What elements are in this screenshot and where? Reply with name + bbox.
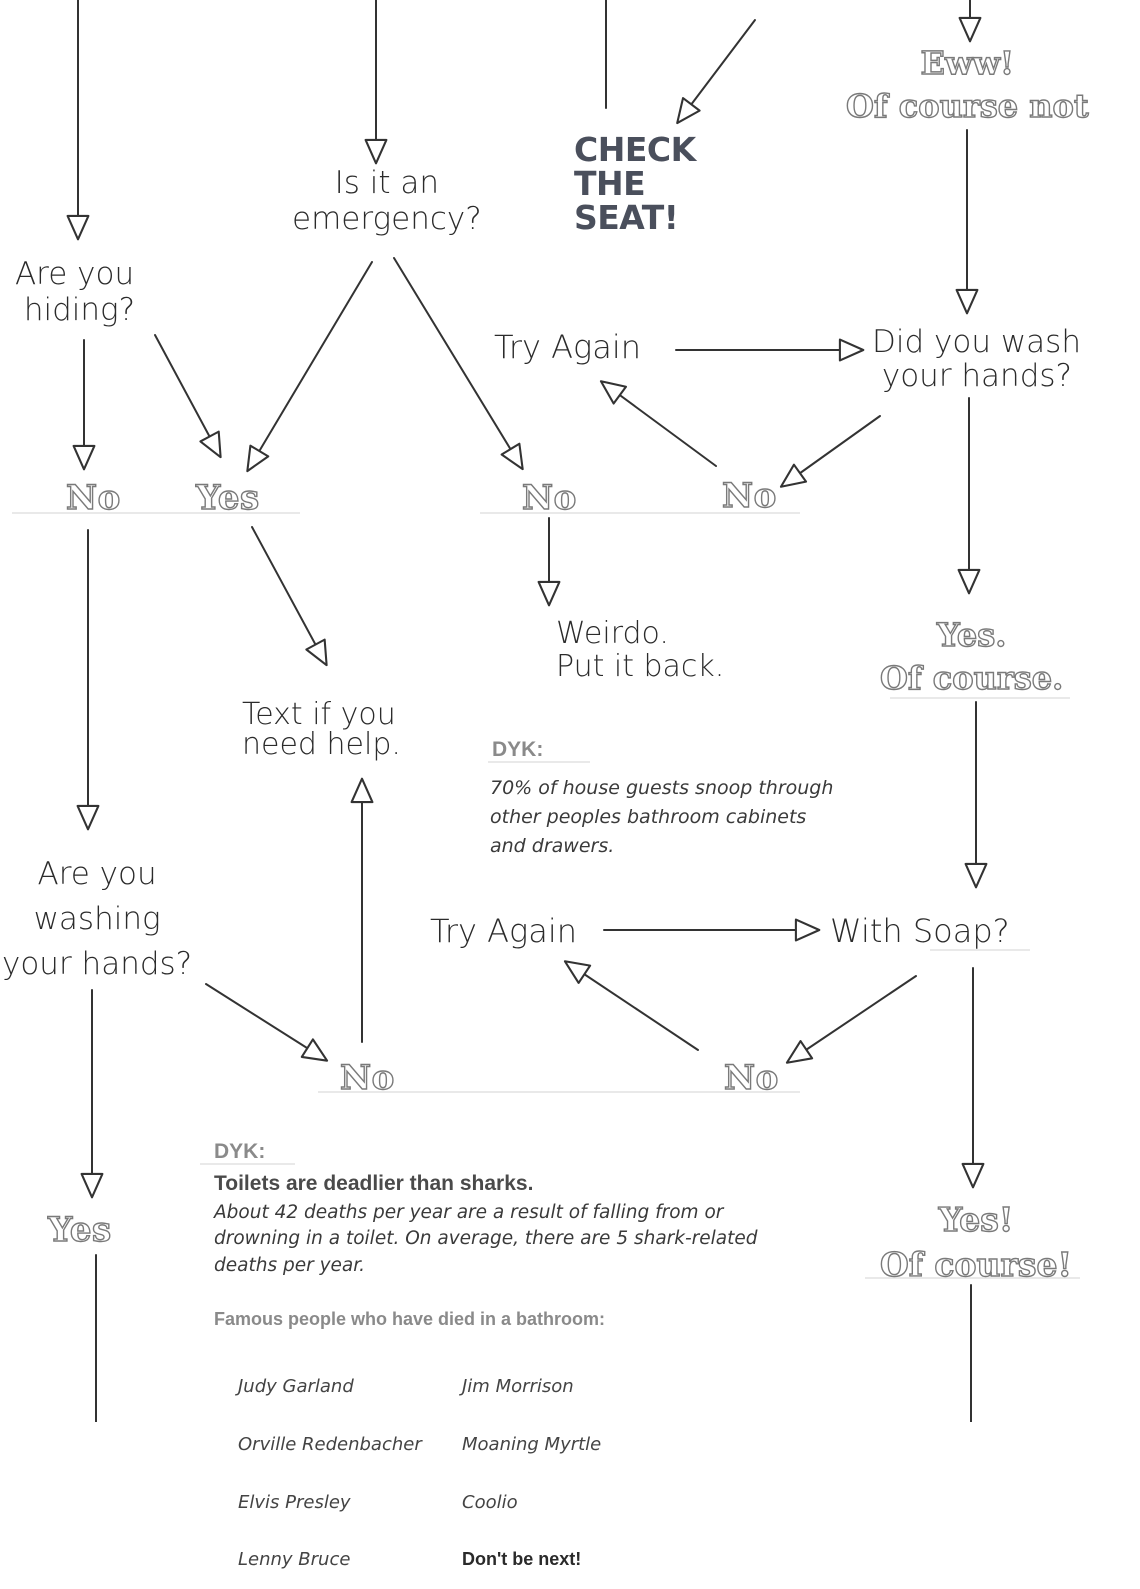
dyk-lead: Toilets are deadlier than sharks. <box>214 1172 534 1195</box>
answer-yes: Yes <box>47 1209 112 1250</box>
famous-name: Judy Garland <box>238 1376 354 1397</box>
answer-no: No <box>721 475 777 516</box>
dyk-fact-text: 70% of house guests snoop through other … <box>490 777 834 857</box>
node-weirdo: Weirdo. Put it back. <box>556 616 725 684</box>
node-try-again-bottom: Try Again <box>430 912 577 950</box>
answer-no: No <box>521 477 577 518</box>
arrow-no-to-tryagain <box>599 380 717 467</box>
dont-be-next: Don't be next! <box>462 1549 582 1570</box>
famous-names-left: Judy Garland Orville Redenbacher Elvis P… <box>238 1339 422 1589</box>
answer-no: No <box>65 477 121 518</box>
node-is-it-emergency: Is it an emergency? <box>292 165 482 237</box>
node-with-soap: With Soap? <box>830 912 1010 950</box>
answer-yes: Yes <box>195 477 260 518</box>
answer-no: No <box>339 1057 395 1098</box>
flowchart-connectors <box>12 0 1080 1422</box>
famous-name: Moaning Myrtle <box>462 1433 602 1455</box>
arrow-soap-to-no <box>785 975 917 1064</box>
node-did-you-wash: Did you wash your hands? <box>872 324 1081 395</box>
famous-heading: Famous people who have died in a bathroo… <box>214 1309 606 1329</box>
arrow-washing-to-no <box>205 983 329 1062</box>
arrow-wash-to-no <box>779 415 881 488</box>
node-text-if-help: Text if you need help. <box>242 697 401 762</box>
arrow-to-check-seat <box>676 19 756 125</box>
arrow-no-to-tryagain-bottom <box>563 960 699 1051</box>
famous-name: Coolio <box>462 1491 518 1513</box>
famous-names-right: Jim Morrison Moaning Myrtle Coolio Don't… <box>462 1339 601 1589</box>
dyk-shark-text: About 42 deaths per year are a result of… <box>214 1202 758 1276</box>
famous-name: Orville Redenbacher <box>238 1433 422 1455</box>
arrow-yes-to-text <box>251 526 328 667</box>
node-yes-of-course-bang: Yes! Of course! <box>879 1199 1072 1284</box>
arrow-emergency-to-yes <box>246 261 373 473</box>
node-eww-of-course-not: Eww! Of course not <box>845 43 1089 126</box>
node-check-the-seat: CHECK THE SEAT! <box>574 130 696 237</box>
arrow-hiding-to-yes <box>154 334 222 459</box>
node-yes-of-course: Yes. Of course. <box>879 615 1064 698</box>
famous-name: Jim Morrison <box>462 1376 574 1397</box>
dyk-heading: DYK: <box>214 1140 266 1163</box>
arrow-emergency-to-no <box>393 257 524 471</box>
answer-no: No <box>723 1057 779 1098</box>
dyk-heading: DYK: <box>492 738 544 761</box>
node-are-you-washing: Are you washing your hands? <box>2 856 193 982</box>
node-try-again-top: Try Again <box>494 328 641 366</box>
famous-name: Elvis Presley <box>238 1491 351 1513</box>
famous-name: Lenny Bruce <box>238 1549 351 1571</box>
node-are-you-hiding: Are you hiding? <box>14 256 136 328</box>
